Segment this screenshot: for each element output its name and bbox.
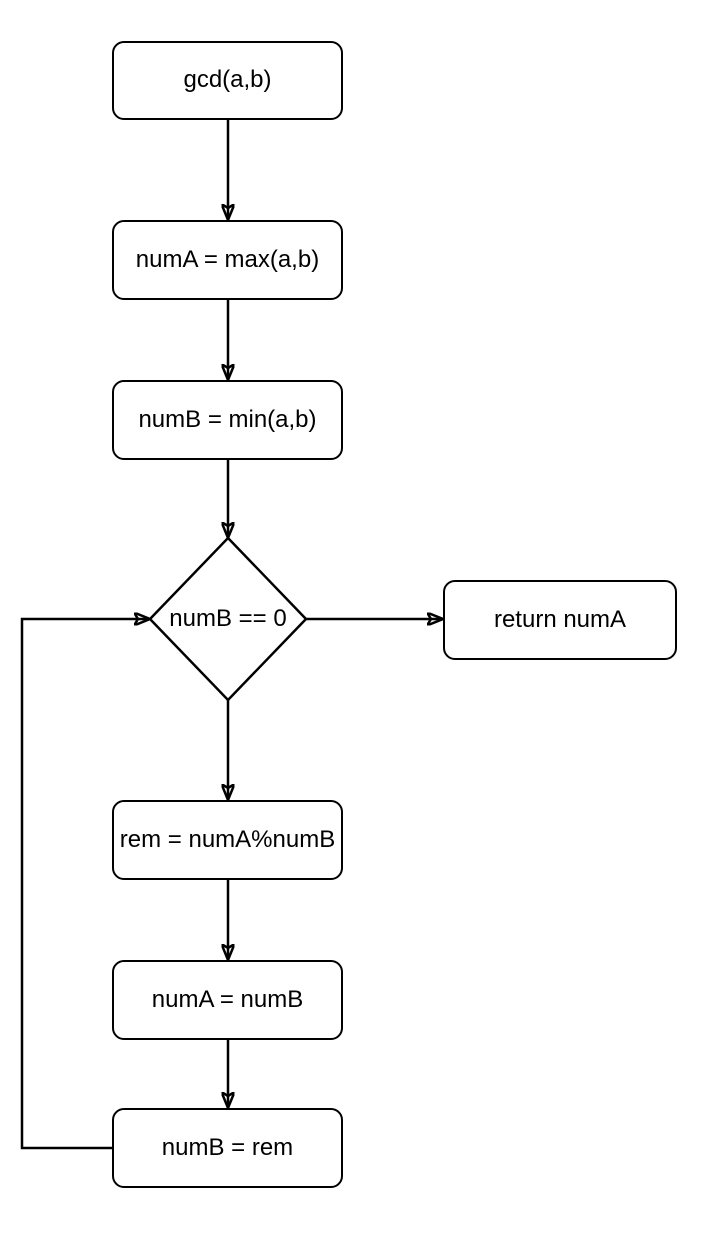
node-decision-label: numB == 0: [169, 605, 287, 632]
node-return-num-a-label: return numA: [493, 605, 627, 633]
node-assign-num-b: numB = rem: [112, 1108, 343, 1188]
node-set-num-b: numB = min(a,b): [112, 380, 343, 460]
node-compute-rem-label: rem = numA%numB: [119, 825, 336, 853]
node-assign-num-a-label: numA = numB: [151, 985, 304, 1013]
node-assign-num-b-label: numB = rem: [161, 1133, 294, 1161]
node-set-num-a: numA = max(a,b): [112, 220, 343, 300]
node-set-num-b-label: numB = min(a,b): [138, 405, 317, 433]
node-start: gcd(a,b): [112, 41, 343, 120]
node-compute-rem: rem = numA%numB: [112, 800, 343, 880]
edge-loop-back-to-decision: [20, 619, 150, 1150]
node-return-num-a: return numA: [443, 580, 677, 660]
node-assign-num-a: numA = numB: [112, 960, 343, 1040]
node-decision: numB == 0: [150, 538, 306, 700]
node-start-label: gcd(a,b): [183, 66, 272, 94]
node-set-num-a-label: numA = max(a,b): [135, 245, 320, 273]
decision-node-shape: [148, 536, 308, 702]
